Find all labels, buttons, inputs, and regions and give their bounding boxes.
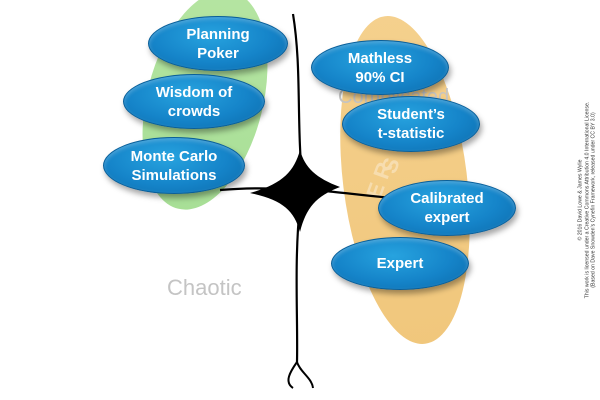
node-monte-carlo-simulations[interactable]: Monte Carlo Simulations — [103, 137, 245, 194]
node-students-t-statistic[interactable]: Student’s t-statistic — [342, 96, 480, 152]
node-planning-poker[interactable]: Planning Poker — [148, 16, 288, 71]
node-wisdom-of-crowds[interactable]: Wisdom of crowds — [123, 74, 265, 129]
domain-label-chaotic: Chaotic — [167, 275, 242, 300]
center-blob — [250, 150, 340, 232]
node-calibrated-expert[interactable]: Calibrated expert — [378, 180, 516, 236]
node-expert[interactable]: Expert — [331, 237, 469, 290]
license-text: © 2016 David Lowe & James Wylie This wor… — [577, 85, 597, 315]
bottom-curl — [287, 361, 314, 389]
license-line-3: (Based on Dave Snowden’s Cynefin Framewo… — [590, 112, 597, 288]
node-mathless-90-ci[interactable]: Mathless 90% CI — [311, 40, 449, 95]
